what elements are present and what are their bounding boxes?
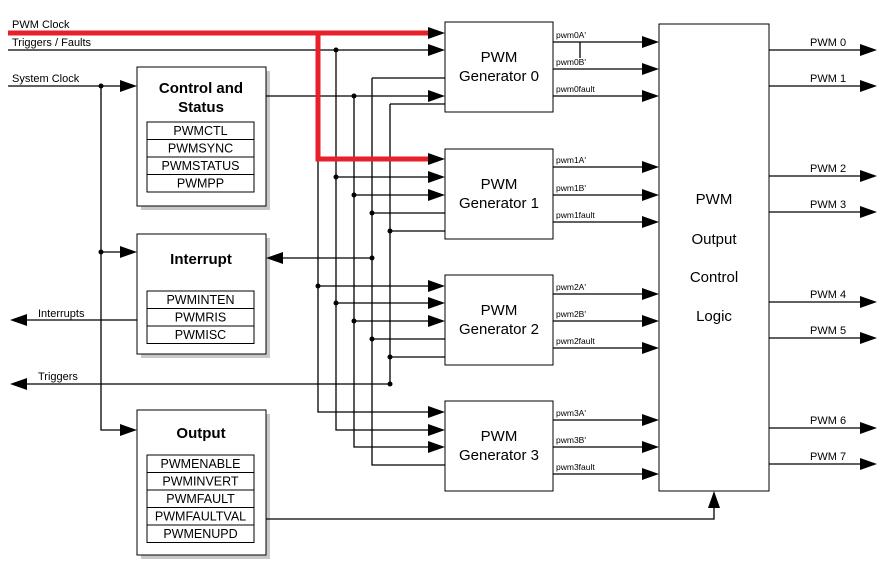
- control-status-title-line2: Status: [178, 99, 224, 116]
- generator-label-line1: PWM: [481, 428, 518, 445]
- port-label: pwm1fault: [556, 210, 595, 220]
- pwm-generator-1: PWM Generator 1: [444, 148, 554, 240]
- port-label: pwm0B': [556, 57, 586, 67]
- register-label: PWMCTL: [173, 124, 227, 138]
- register-label: PWMRIS: [175, 311, 226, 325]
- register-label: PWMFAULT: [166, 492, 235, 506]
- generator-label-line1: PWM: [481, 176, 518, 193]
- logic-label-line3: Control: [690, 269, 738, 286]
- junction-dots: [98, 47, 393, 387]
- generator-label-line1: PWM: [481, 49, 518, 66]
- port-label: pwm3B': [556, 435, 586, 445]
- pwm-generator-0: PWM Generator 0: [444, 21, 554, 113]
- register-label: PWMENABLE: [161, 457, 241, 471]
- generator-port-labels: pwm0A' pwm0B' pwm0fault pwm1A' pwm1B' pw…: [556, 30, 595, 472]
- port-label: pwm3fault: [556, 462, 595, 472]
- output-block: Output PWMENABLE PWMINVERT PWMFAULT PWMF…: [136, 409, 270, 559]
- control-status-title-line1: Control and: [159, 80, 243, 97]
- generator-label-line2: Generator 3: [459, 447, 539, 464]
- port-label: pwm3A': [556, 408, 586, 418]
- pwm-output-label: PWM 4: [810, 289, 846, 301]
- register-label: PWMSYNC: [168, 142, 233, 156]
- register-label: PWMINVERT: [162, 475, 239, 489]
- pwm-generator-3: PWM Generator 3: [444, 400, 554, 492]
- generator-label-line2: Generator 2: [459, 321, 539, 338]
- logic-label-line4: Logic: [696, 308, 732, 325]
- port-label: pwm0A': [556, 30, 586, 40]
- system-clock-label: System Clock: [12, 73, 80, 85]
- register-label: PWMINTEN: [166, 293, 234, 307]
- register-label: PWMISC: [175, 328, 226, 342]
- pwm-output-label: PWM 3: [810, 199, 846, 211]
- triggers-label: Triggers: [38, 371, 78, 383]
- generator-label-line1: PWM: [481, 302, 518, 319]
- pwm-clock-highlight-path: [8, 30, 428, 162]
- logic-label-line2: Output: [691, 231, 737, 248]
- pwm-output-labels: PWM 0 PWM 1 PWM 2 PWM 3 PWM 4 PWM 5 PWM …: [810, 37, 846, 463]
- pwm-output-label: PWM 2: [810, 163, 846, 175]
- port-label: pwm1B': [556, 183, 586, 193]
- register-label: PWMFAULTVAL: [155, 510, 246, 524]
- signal-wires: [8, 33, 860, 520]
- register-label: PWMENUPD: [163, 527, 237, 541]
- arrowheads: [10, 27, 877, 508]
- interrupts-label: Interrupts: [38, 308, 85, 320]
- pwm-clock-label: PWM Clock: [12, 19, 70, 31]
- port-label: pwm2B': [556, 309, 586, 319]
- pwm-output-label: PWM 6: [810, 415, 846, 427]
- generator-label-line2: Generator 0: [459, 68, 539, 85]
- triggers-faults-label: Triggers / Faults: [12, 37, 92, 49]
- port-label: pwm0fault: [556, 84, 595, 94]
- port-label: pwm2fault: [556, 336, 595, 346]
- port-label: pwm2A': [556, 282, 586, 292]
- port-label: pwm1A': [556, 155, 586, 165]
- interrupt-title: Interrupt: [170, 251, 232, 268]
- interrupt-block: Interrupt PWMINTEN PWMRIS PWMISC: [136, 233, 270, 358]
- pwm-output-label: PWM 7: [810, 451, 846, 463]
- register-label: PWMPP: [177, 177, 224, 191]
- output-title: Output: [176, 425, 225, 442]
- pwm-output-label: PWM 5: [810, 325, 846, 337]
- generator-label-line2: Generator 1: [459, 195, 539, 212]
- pwm-output-label: PWM 0: [810, 37, 846, 49]
- output-control-logic-block: PWM Output Control Logic: [658, 23, 770, 492]
- pwm-generator-2: PWM Generator 2: [444, 274, 554, 366]
- control-status-block: Control and Status PWMCTL PWMSYNC PWMSTA…: [136, 66, 270, 210]
- pwm-output-label: PWM 1: [810, 73, 846, 85]
- logic-label-line1: PWM: [696, 191, 733, 208]
- register-label: PWMSTATUS: [161, 159, 239, 173]
